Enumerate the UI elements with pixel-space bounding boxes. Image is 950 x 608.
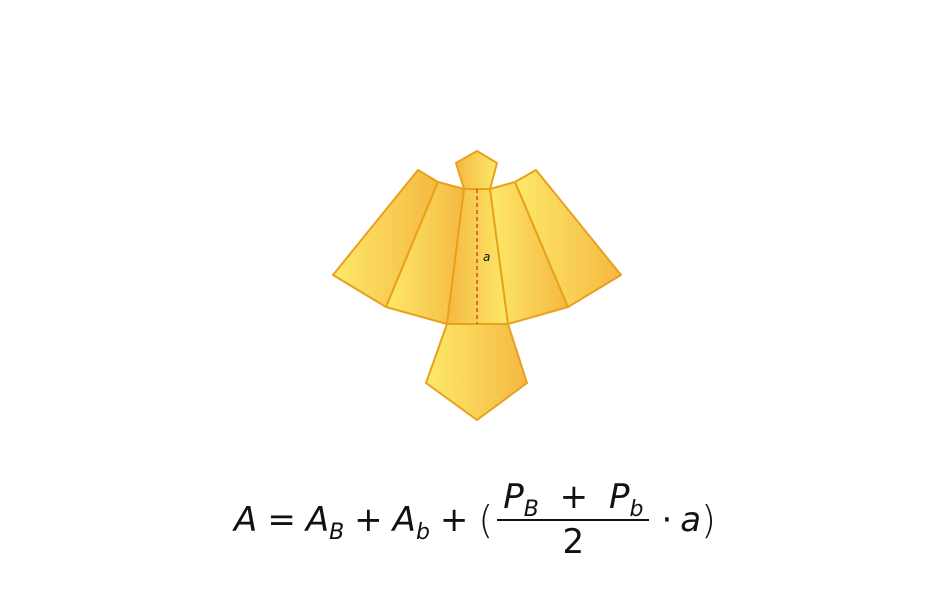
height-label: a: [483, 250, 490, 264]
formula-plus-1: +: [354, 500, 383, 540]
formula-term-Ab: Ab: [392, 500, 430, 545]
formula-numerator: PB + Pb: [497, 477, 650, 521]
formula-equals: =: [267, 500, 296, 540]
formula-open-paren: (: [478, 498, 494, 542]
formula-height-a: a: [680, 500, 702, 540]
formula-denominator: 2: [562, 522, 585, 562]
formula-close-paren: ): [701, 498, 716, 542]
formula-fraction: PB + Pb 2: [497, 477, 650, 562]
large-base-pentagon: [425, 323, 528, 421]
lateral-face-far-right: [514, 169, 622, 308]
formula-lhs: A: [234, 500, 258, 540]
formula-term-AB: AB: [305, 500, 345, 545]
formula-dot: ·: [661, 500, 673, 540]
formula-plus-2: +: [439, 500, 469, 540]
small-base-pentagon: [455, 150, 498, 190]
area-formula: A = AB + Ab + ( PB + Pb 2 · a ): [0, 470, 950, 570]
